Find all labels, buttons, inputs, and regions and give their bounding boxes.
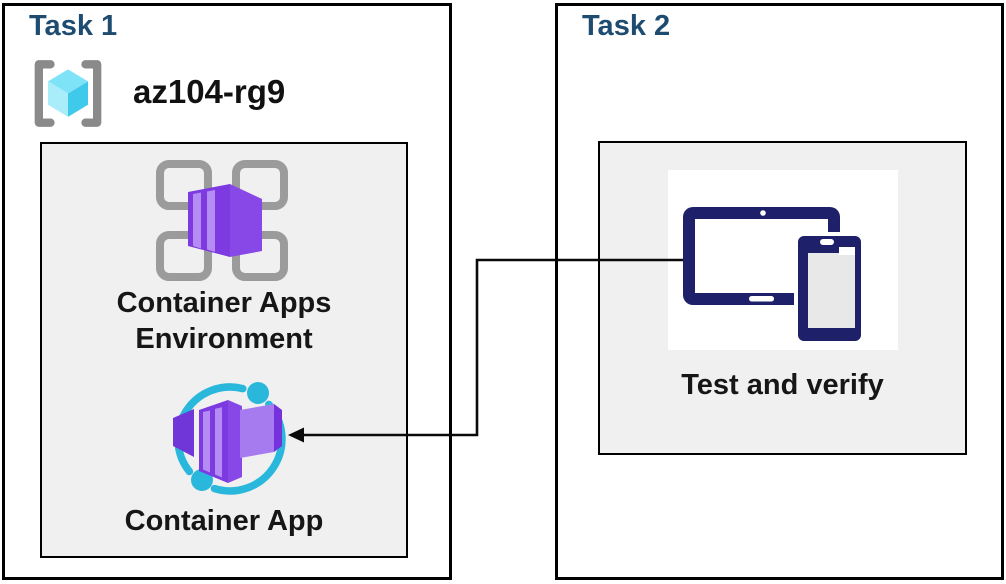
container-app-icon [173,382,286,495]
environment-label-line1: Container Apps [116,287,332,319]
task1-title: Task 1 [29,10,118,42]
resource-group-icon [34,60,102,127]
devices-icon [683,207,865,345]
test-and-verify-label: Test and verify [681,369,884,401]
container-app-label: Container App [124,505,324,537]
devices-icon-background [668,170,898,350]
environment-label-line2: Environment [135,323,313,355]
container-apps-environment-label: Container Apps Environment [41,285,407,357]
container-apps-environment-icon [156,160,288,281]
task2-title: Task 2 [582,10,671,42]
resource-group-name: az104-rg9 [133,73,286,110]
